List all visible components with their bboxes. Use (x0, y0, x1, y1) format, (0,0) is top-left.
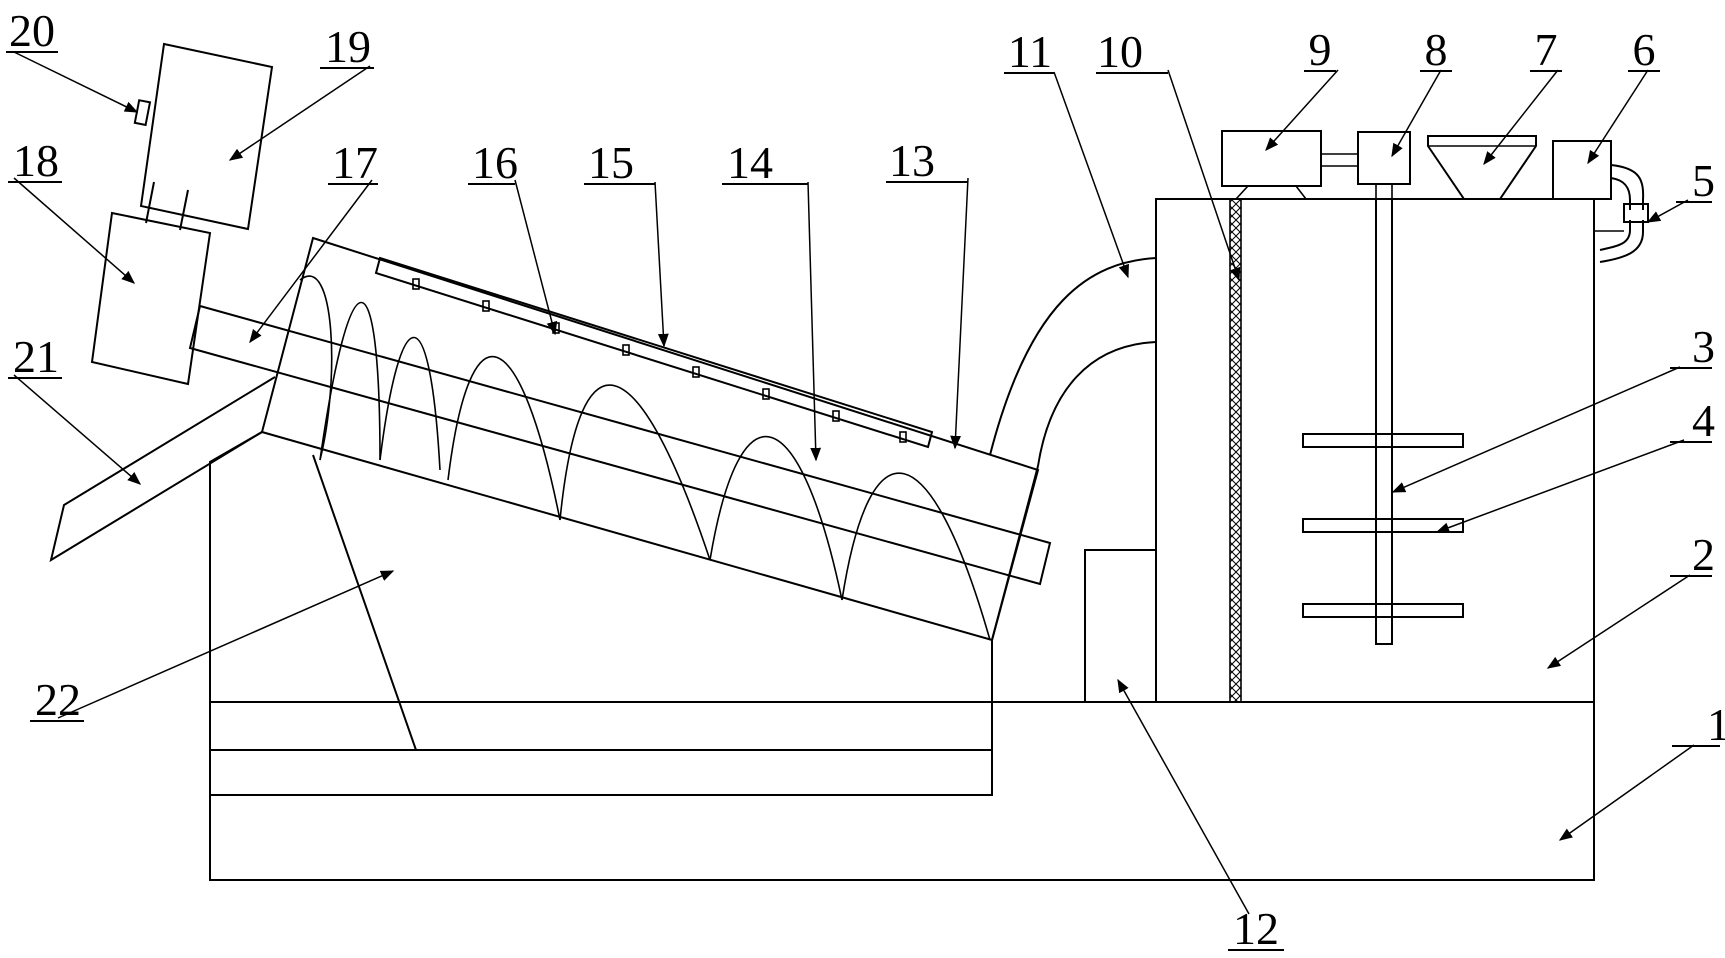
leader-lines (13, 51, 1695, 915)
label-15: 15 (588, 137, 634, 188)
discharge-chute-21 (49, 376, 276, 563)
label-2: 2 (1692, 529, 1715, 580)
connecting-pipe-11 (989, 257, 1157, 467)
motor-19 (139, 42, 274, 231)
stirring-blades (1302, 433, 1464, 618)
label-18: 18 (13, 135, 59, 186)
label-11: 11 (1008, 26, 1052, 77)
label-17: 17 (332, 137, 378, 188)
label-19: 19 (325, 21, 371, 72)
label-20: 20 (9, 5, 55, 56)
label-16: 16 (472, 137, 518, 188)
screw-shaft-17 (188, 304, 1052, 586)
label-4: 4 (1692, 395, 1715, 446)
label-3: 3 (1692, 321, 1715, 372)
base-tank (209, 701, 1595, 881)
filter-screen (1229, 198, 1242, 703)
part-labels: 1 2 3 4 5 6 7 8 9 10 11 12 13 14 15 16 1… (6, 5, 1725, 954)
box-12 (1084, 549, 1157, 703)
label-12: 12 (1233, 903, 1279, 954)
motor-9 (1221, 130, 1358, 200)
label-8: 8 (1425, 24, 1448, 75)
label-10: 10 (1097, 26, 1143, 77)
spray-pipe-15 (374, 256, 934, 449)
gearbox-8 (1357, 131, 1411, 199)
label-1: 1 (1707, 699, 1725, 750)
support-frame-22 (209, 431, 1039, 796)
spiral-blade-14 (299, 275, 991, 641)
feed-hopper-7 (1427, 135, 1537, 200)
screw-barrel-13 (260, 236, 1040, 642)
label-13: 13 (889, 135, 935, 186)
label-5: 5 (1692, 155, 1715, 206)
pump-6 (1552, 140, 1612, 200)
pipe-valve-5 (1594, 164, 1649, 263)
label-6: 6 (1633, 24, 1656, 75)
label-9: 9 (1309, 24, 1332, 75)
label-14: 14 (727, 137, 773, 188)
switch-20 (133, 99, 152, 127)
reducer-18 (90, 181, 212, 386)
label-22: 22 (35, 674, 81, 725)
label-7: 7 (1535, 24, 1558, 75)
stirring-shaft (1375, 198, 1393, 645)
label-21: 21 (13, 331, 59, 382)
